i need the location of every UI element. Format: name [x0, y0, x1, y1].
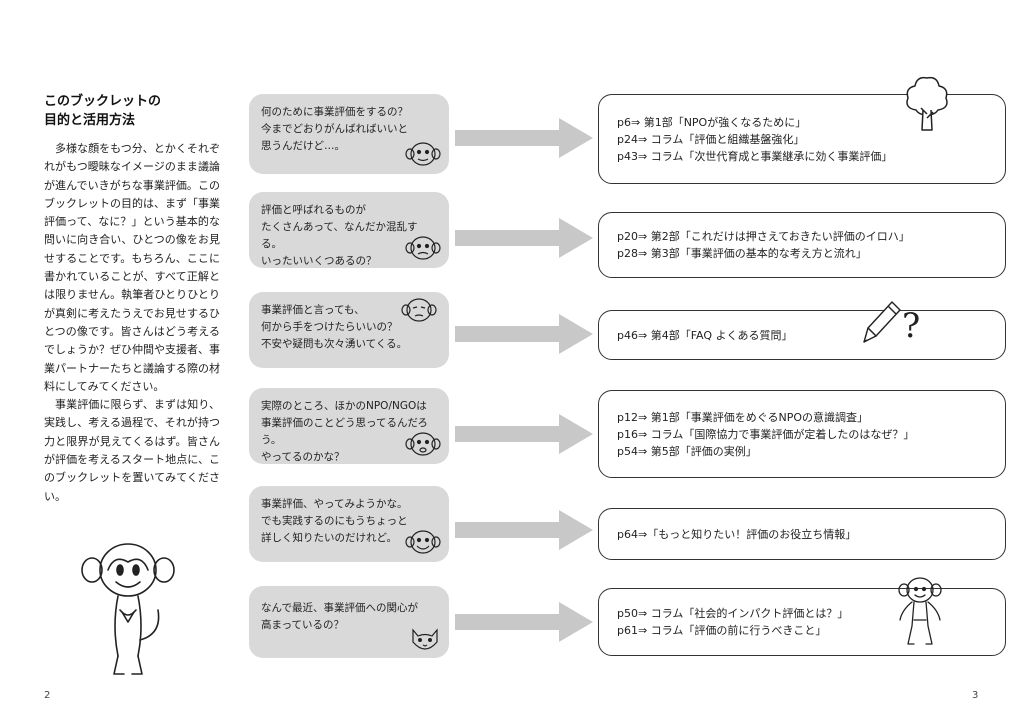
question-box-4: 実際のところ、ほかのNPO/NGOは 事業評価のことどう思ってるんだろう。 やっ… [249, 388, 449, 464]
cat-face-icon [412, 628, 438, 650]
monkey-face-icon [405, 236, 441, 260]
arrow-icon [455, 218, 593, 258]
monkey-illustration [898, 577, 942, 645]
question-box-6: なんで最近、事業評価への関心が 高まっているの？ [249, 586, 449, 658]
question-line: 事業評価と言っても、 [261, 304, 365, 316]
question-line: 実際のところ、ほかのNPO/NGOは [261, 400, 427, 412]
monkey-face-icon [405, 142, 441, 166]
question-line: 今までどおりがんばればいいと [261, 123, 408, 135]
arrow-icon [455, 314, 593, 354]
answer-box-2: p20⇒ 第2部「これだけは押さえておきたい評価のイロハ」 p28⇒ 第3部「事… [598, 212, 1006, 278]
arrow-icon [455, 118, 593, 158]
pencil-icon [863, 301, 901, 343]
intro-paragraph-1: 多様な顔をもつ分、とかくそれぞれがもつ曖昧なイメージのまま議論が進んでいきがちな… [44, 142, 220, 393]
answer-link[interactable]: p46⇒ 第4部「FAQ よくある質問」 [617, 328, 793, 342]
answer-box-4: p12⇒ 第1部「事業評価をめぐるNPOの意識調査」 p16⇒ コラム「国際協力… [598, 390, 1006, 478]
answer-link[interactable]: p12⇒ 第1部「事業評価をめぐるNPOの意識調査」 [617, 410, 868, 424]
intro-title: このブックレットの 目的と活用方法 [44, 92, 244, 130]
question-line: 高まっているの？ [261, 619, 345, 631]
answer-link[interactable]: p20⇒ 第2部「これだけは押さえておきたい評価のイロハ」 [617, 230, 910, 243]
question-line: なんで最近、事業評価への関心が [261, 602, 418, 614]
question-line: 評価と呼ばれるものが [261, 204, 366, 216]
monkey-illustration [81, 543, 175, 675]
answer-box-5: p64⇒「もっと知りたい！評価のお役立ち情報」 [598, 508, 1006, 560]
question-line: いったいいくつあるの？ [261, 255, 377, 267]
question-line: でも実践するのにもうちょっと [261, 515, 408, 527]
intro-title-line1: このブックレットの [44, 94, 162, 109]
intro-paragraph-2: 事業評価に限らず、まずは知り、実践し、考える過程で、それが持つ力と限界が見えてく… [44, 398, 220, 503]
question-box-1: 何のために事業評価をするの？ 今までどおりがんばればいいと 思うんだけど…。 [249, 94, 449, 174]
question-line: 何から手をつけたらいいの？ [261, 321, 398, 333]
monkey-face-icon [401, 298, 437, 322]
question-line: 不安や疑問も次々湧いてくる。 [261, 338, 408, 350]
question-line: 何のために事業評価をするの？ [261, 106, 408, 118]
answer-link[interactable]: p24⇒ コラム「評価と組織基盤強化」 [617, 132, 805, 146]
tree-icon [906, 76, 948, 131]
question-line: たくさんあって、なんだか混乱する。 [261, 221, 418, 250]
answer-link[interactable]: p43⇒ コラム「次世代育成と事業継承に効く事業評価」 [617, 149, 893, 163]
question-line: 思うんだけど…。 [261, 140, 345, 152]
answer-link[interactable]: p28⇒ 第3部「事業評価の基本的な考え方と流れ」 [617, 247, 867, 260]
answer-link[interactable]: p50⇒ コラム「社会的インパクト評価とは？」 [617, 607, 849, 620]
question-box-3: 事業評価と言っても、 何から手をつけたらいいの？ 不安や疑問も次々湧いてくる。 [249, 292, 449, 368]
question-line: 事業評価のことどう思ってるんだろう。 [261, 417, 428, 446]
monkey-face-icon [405, 530, 441, 554]
question-line: 詳しく知りたいのだけれど。 [261, 532, 397, 544]
page-number-left: 2 [44, 690, 51, 701]
question-line: やってるのかな？ [261, 451, 345, 463]
question-mark-icon: ? [902, 306, 921, 346]
answer-link[interactable]: p64⇒「もっと知りたい！評価のお役立ち情報」 [617, 527, 857, 541]
answer-box-6: p50⇒ コラム「社会的インパクト評価とは？」 p61⇒ コラム「評価の前に行う… [598, 588, 1006, 656]
answer-box-3: p46⇒ 第4部「FAQ よくある質問」 [598, 310, 1006, 360]
answer-link[interactable]: p54⇒ 第5部「評価の実例」 [617, 444, 757, 458]
monkey-face-icon [405, 432, 441, 456]
intro-title-line2: 目的と活用方法 [44, 113, 136, 128]
answer-link[interactable]: p61⇒ コラム「評価の前に行うべきこと」 [617, 624, 827, 637]
answer-link[interactable]: p16⇒ コラム「国際協力で事業評価が定着したのはなぜ？」 [617, 427, 915, 441]
question-line: 事業評価、やってみようかな。 [261, 498, 408, 510]
arrow-icon [455, 510, 593, 550]
page-number-right: 3 [972, 690, 979, 701]
answer-link[interactable]: p6⇒ 第1部「NPOが強くなるために」 [617, 115, 807, 129]
intro-body: 多様な顔をもつ分、とかくそれぞれがもつ曖昧なイメージのまま議論が進んでいきがちな… [44, 140, 220, 506]
question-box-5: 事業評価、やってみようかな。 でも実践するのにもうちょっと 詳しく知りたいのだけ… [249, 486, 449, 562]
question-box-2: 評価と呼ばれるものが たくさんあって、なんだか混乱する。 いったいいくつあるの？ [249, 192, 449, 268]
arrow-icon [455, 602, 593, 642]
arrow-icon [455, 414, 593, 454]
